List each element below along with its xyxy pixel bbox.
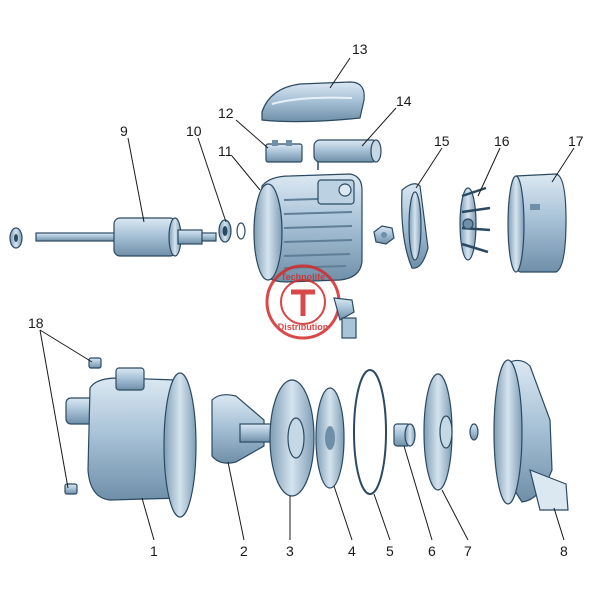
label-4: 4 xyxy=(348,543,356,559)
label-3: 3 xyxy=(286,543,294,559)
part-8-bracket xyxy=(493,359,569,511)
part-1-pump-casing xyxy=(65,367,197,518)
part-14-capacitor xyxy=(313,139,382,170)
label-10: 10 xyxy=(186,123,202,139)
label-14: 14 xyxy=(396,93,412,109)
label-5: 5 xyxy=(386,543,394,559)
label-2: 2 xyxy=(240,543,248,559)
part-16-fan xyxy=(459,186,491,261)
leader-lines xyxy=(39,57,575,541)
label-16: 16 xyxy=(494,133,510,149)
watermark-logo: Technolife Distribution xyxy=(265,264,341,340)
part-17-fan-cover xyxy=(507,173,567,273)
label-13: 13 xyxy=(352,41,368,57)
part-13-cover xyxy=(261,81,365,123)
bearing-left xyxy=(9,227,23,249)
label-12: 12 xyxy=(218,105,234,121)
label-11: 11 xyxy=(218,143,233,159)
label-15: 15 xyxy=(434,133,450,149)
cable-clamp xyxy=(333,297,357,339)
label-6: 6 xyxy=(428,543,436,559)
part-7-seal-plate xyxy=(423,373,479,491)
watermark-bottom-text: Distribution xyxy=(278,322,329,332)
part-5-o-ring xyxy=(353,369,387,495)
part-12-terminal-block xyxy=(265,140,303,163)
part-6-mechanical-seal xyxy=(393,423,416,447)
label-18: 18 xyxy=(28,315,44,331)
part-4-impeller xyxy=(315,387,345,489)
label-8: 8 xyxy=(560,543,568,559)
part-3-impeller-ring xyxy=(269,379,315,497)
watermark-top-text: Technolife xyxy=(281,272,325,282)
label-17: 17 xyxy=(568,133,584,149)
nut xyxy=(373,225,395,245)
label-1: 1 xyxy=(150,543,158,559)
part-11-motor-housing xyxy=(253,173,363,283)
label-7: 7 xyxy=(464,543,472,559)
part-15-end-shield xyxy=(401,183,429,269)
part-labels: 13 12 14 11 9 10 15 16 17 18 1 2 3 4 5 6… xyxy=(28,41,584,559)
part-9-rotor-shaft xyxy=(35,217,217,257)
part-10-bearing xyxy=(218,219,246,243)
label-9: 9 xyxy=(120,123,128,139)
